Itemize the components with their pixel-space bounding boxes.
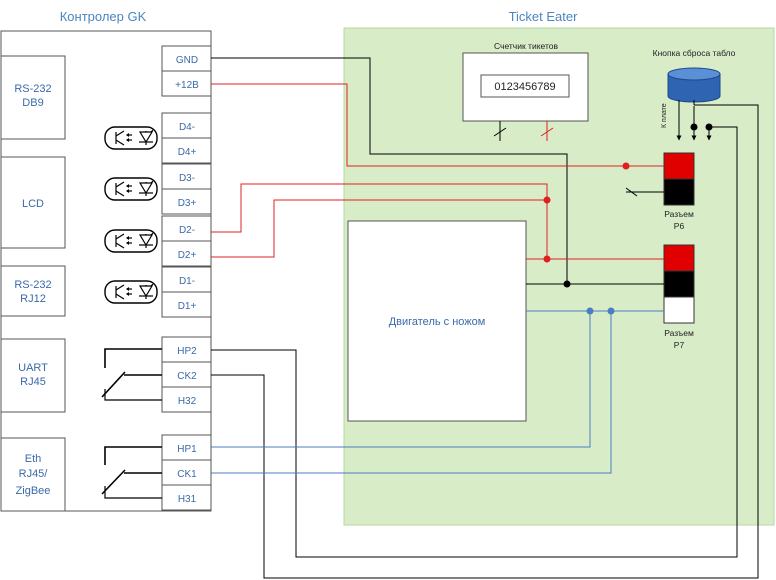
controller-title: Контролер GK — [60, 9, 147, 24]
terminal-d1-minus: D1- — [179, 276, 195, 287]
terminal-ck1: CK1 — [177, 469, 197, 480]
counter-label: Счетчик тикетов — [494, 41, 558, 51]
terminal-h32: H32 — [178, 396, 197, 407]
optocoupler-icon — [104, 126, 158, 150]
counter-value: 0123456789 — [494, 81, 555, 93]
port-label: Eth — [25, 453, 42, 465]
ticket-eater-title: Ticket Eater — [509, 9, 579, 24]
port-eth-rj45-zigbee: Eth RJ45/ ZigBee — [0, 437, 66, 512]
port-rs232-db9: RS-232 DB9 — [0, 55, 66, 140]
terminal-d1-plus: D1+ — [178, 301, 197, 312]
terminal-h31: H31 — [178, 494, 197, 505]
connector-p7-name: P7 — [674, 340, 685, 350]
port-label: LCD — [22, 198, 44, 210]
port-rs232-rj12: RS-232 RJ12 — [0, 265, 66, 317]
terminal-block-d4: D4- D4+ — [161, 112, 212, 164]
terminal-block-relay2: HP2 CK2 H32 — [161, 336, 212, 413]
terminal-block-d2: D2- D2+ — [161, 215, 212, 267]
ticket-counter: Счетчик тикетов 0123456789 — [462, 41, 589, 122]
terminal-d4-minus: D4- — [179, 122, 195, 133]
terminal-block-d3: D3- D3+ — [161, 163, 212, 215]
terminal-ck2: CK2 — [177, 371, 197, 382]
motor-label: Двигатель с ножом — [389, 316, 486, 328]
port-label: RS-232 — [14, 83, 51, 95]
terminal-block-relay1: HP1 CK1 H31 — [161, 434, 212, 511]
port-label: RJ12 — [20, 293, 46, 305]
terminal-hp1: HP1 — [177, 444, 197, 455]
to-board-label: К плате — [661, 103, 668, 128]
connector-p6-name: P6 — [674, 221, 685, 231]
optocoupler-icon — [104, 229, 158, 253]
terminal-d2-minus: D2- — [179, 225, 195, 236]
optocoupler-icon — [104, 177, 158, 201]
terminal-gnd: GND — [176, 55, 198, 66]
port-lcd: LCD — [0, 156, 66, 249]
connector-p7-label: Разъем — [664, 328, 694, 338]
port-label: RJ45/ — [19, 468, 49, 480]
terminal-d4-plus: D4+ — [178, 147, 197, 158]
terminal-block-power: GND +12B — [161, 45, 212, 97]
wires-black — [211, 57, 759, 579]
port-label: DB9 — [22, 97, 43, 109]
terminal-d2-plus: D2+ — [178, 250, 197, 261]
terminal-d3-minus: D3- — [179, 173, 195, 184]
wires-blue — [211, 310, 664, 474]
port-label: UART — [18, 362, 48, 374]
terminal-d3-plus: D3+ — [178, 198, 197, 209]
reset-button: Кнопка сброса табло К плате — [653, 48, 736, 128]
junction-dots — [543, 123, 713, 315]
reset-button-label: Кнопка сброса табло — [653, 48, 736, 58]
terminal-hp2: HP2 — [177, 346, 197, 357]
terminal-12v: +12B — [175, 80, 199, 91]
connector-p6-label: Разъем — [664, 209, 694, 219]
relay-contact-1 — [101, 446, 162, 499]
port-label: RS-232 — [14, 279, 51, 291]
terminal-block-d1: D1- D1+ — [161, 266, 212, 318]
port-label: ZigBee — [16, 485, 51, 497]
connector-p7: Разъем P7 — [663, 244, 695, 350]
port-uart-rj45: UART RJ45 — [0, 338, 66, 413]
connector-p6: Разъем P6 — [663, 152, 695, 231]
optocoupler-icon — [104, 280, 158, 304]
motor-with-knife: Двигатель с ножом — [347, 220, 527, 422]
wires-red — [211, 83, 664, 260]
relay-contact-2 — [101, 348, 162, 401]
optocouplers — [104, 126, 158, 304]
port-label: RJ45 — [20, 376, 46, 388]
